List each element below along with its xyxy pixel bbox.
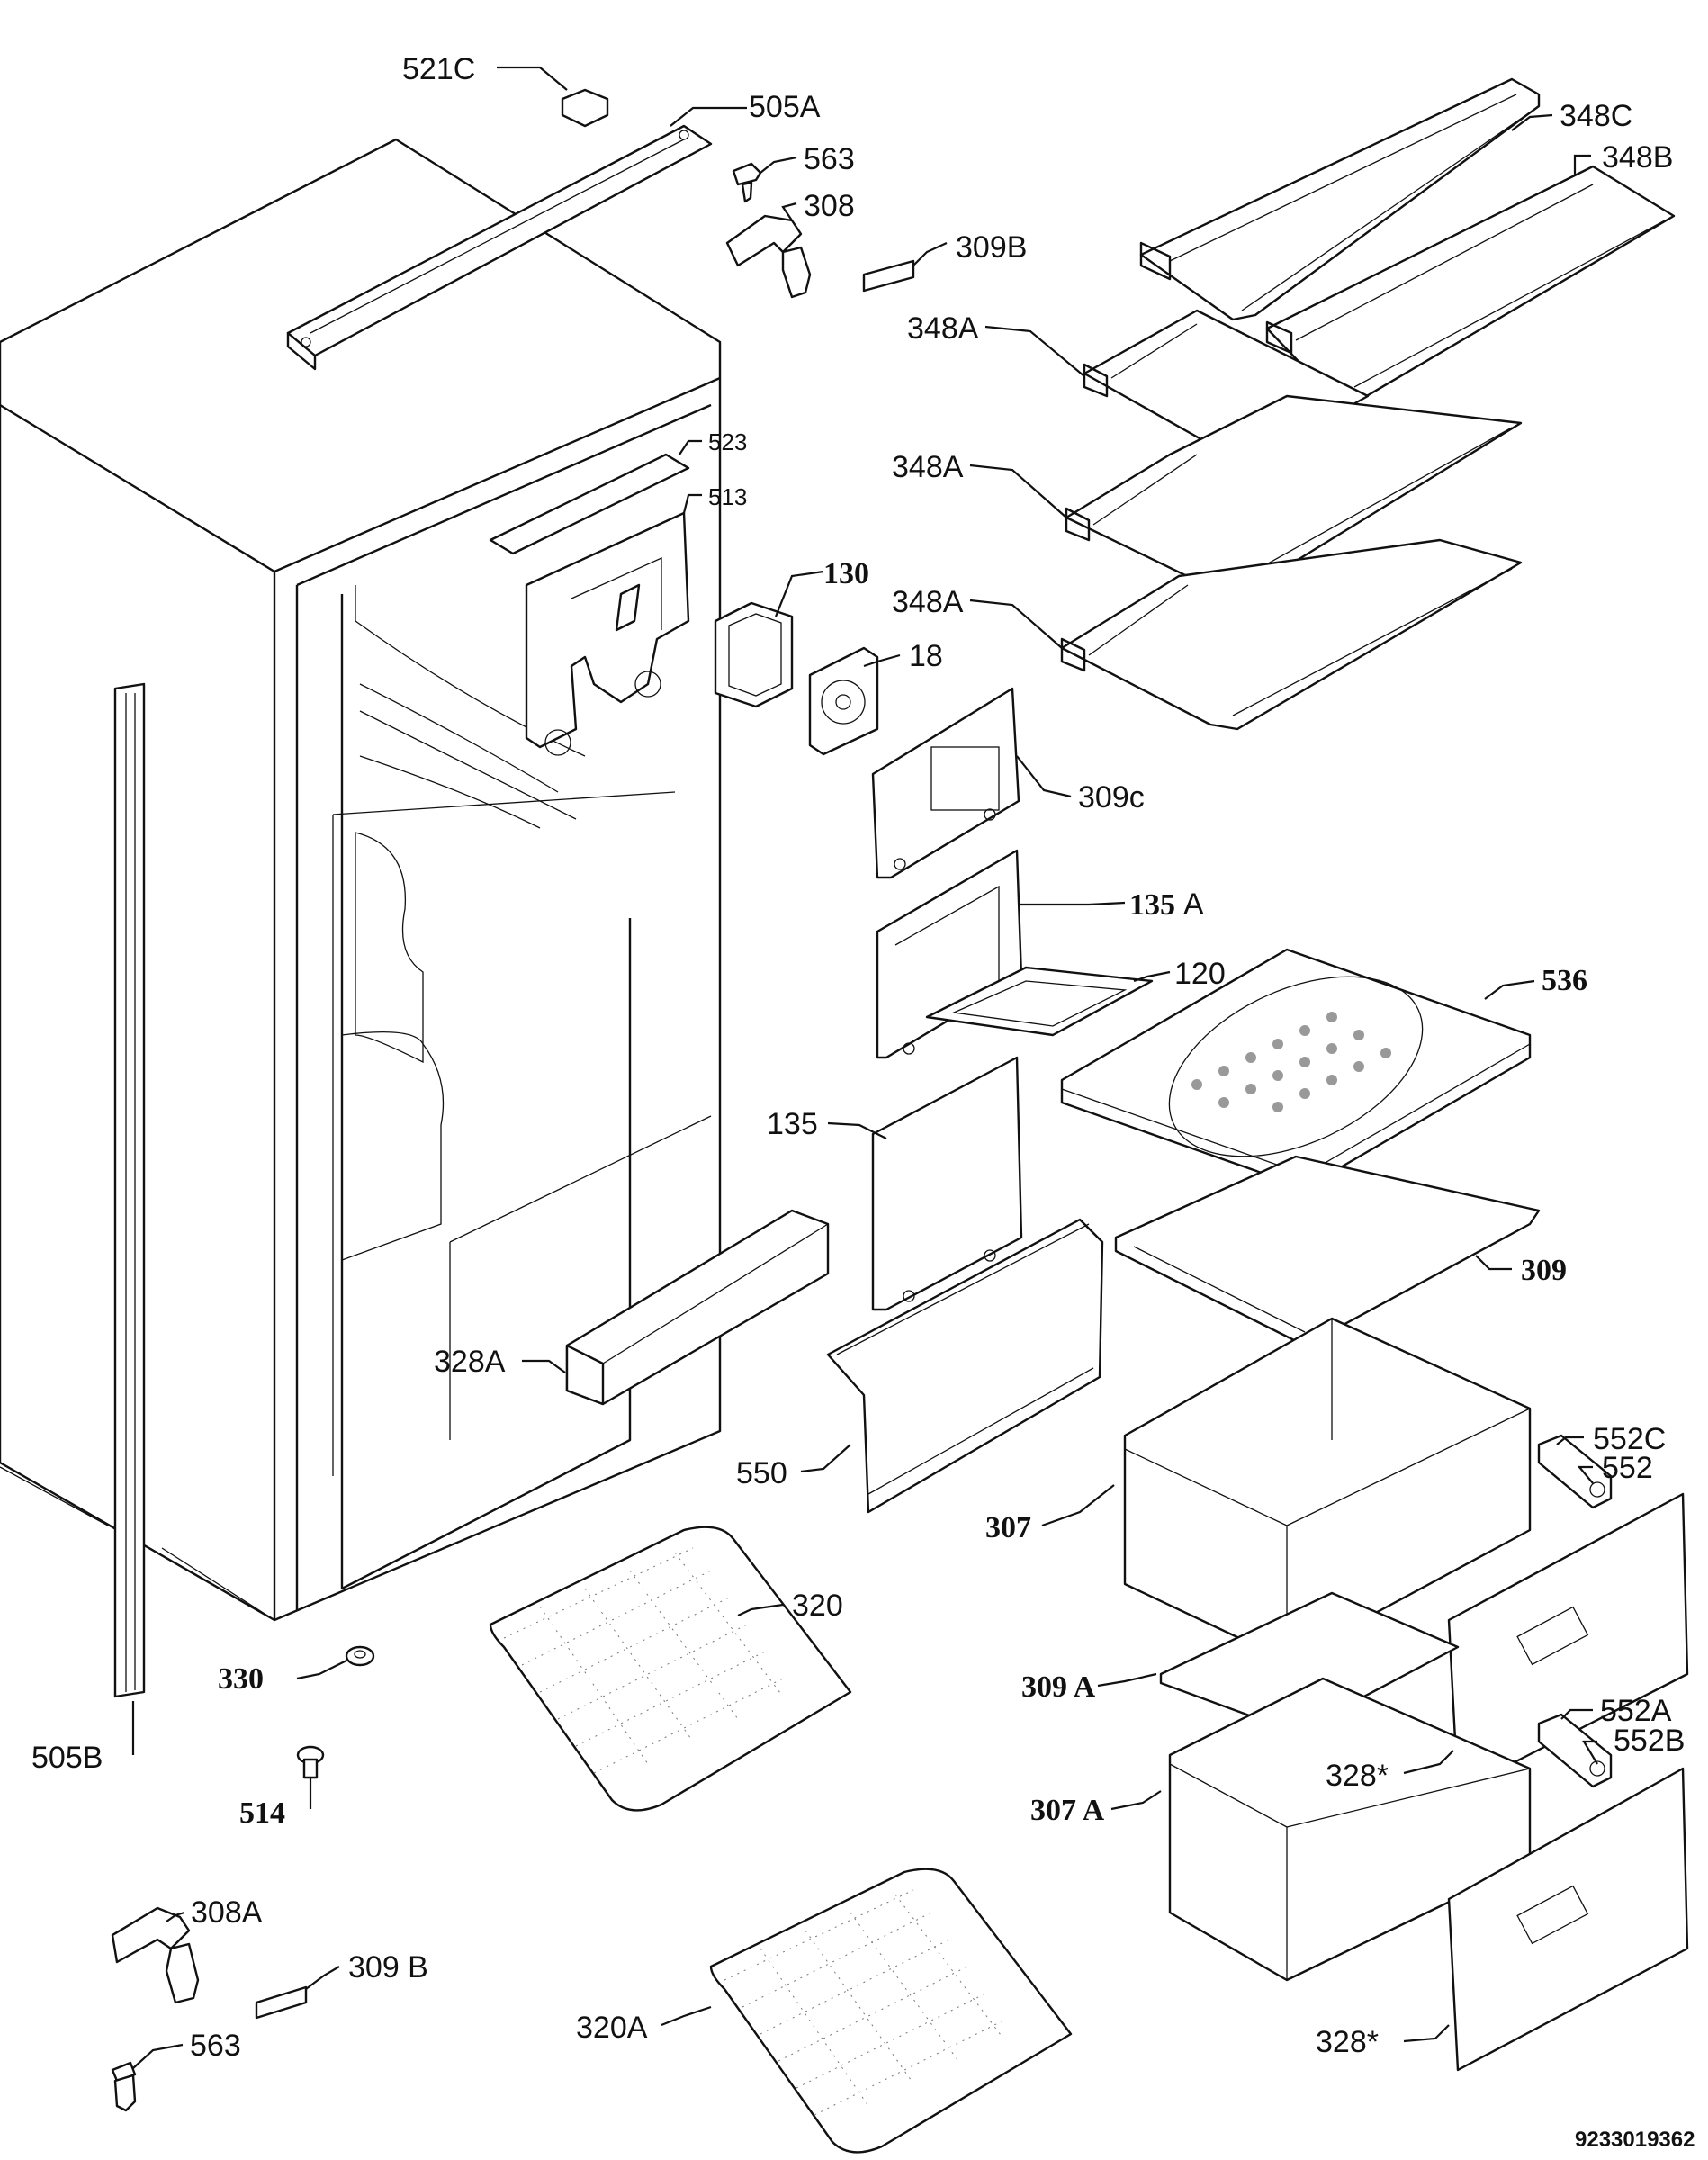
plate-550 xyxy=(826,1218,1104,1514)
screw-563-top xyxy=(732,162,762,203)
label-348a-1: 348A xyxy=(907,311,979,346)
label-328star-2: 328* xyxy=(1316,2025,1379,2059)
control-housing-523-513 xyxy=(489,453,690,756)
label-328star-1: 328* xyxy=(1326,1759,1389,1793)
label-135a-suffix: A xyxy=(1183,887,1204,922)
fan-18 xyxy=(808,646,879,756)
label-309b-top xyxy=(862,259,915,292)
label-552: 552 xyxy=(1602,1451,1653,1485)
label-308-top: 308 xyxy=(804,189,855,223)
drawer-front-328star-1 xyxy=(1447,1492,1689,1793)
label-536: 536 xyxy=(1542,964,1587,997)
label-348c: 348C xyxy=(1560,99,1632,133)
shelf-348c xyxy=(1139,77,1541,321)
label-505b: 505B xyxy=(31,1741,103,1775)
glass-309a xyxy=(1159,1591,1460,1734)
hinge-308a-bottom xyxy=(111,1906,200,2004)
drawer-307 xyxy=(1123,1317,1532,1662)
label-130: 130 xyxy=(823,557,869,590)
hinge-308-top xyxy=(725,214,812,299)
label-552a: 552A xyxy=(1600,1694,1672,1728)
label-309: 309 xyxy=(1521,1254,1567,1287)
cover-309c xyxy=(871,687,1020,879)
fridge-cabinet xyxy=(0,138,722,1622)
diagram-code: 9233019362 xyxy=(1575,2128,1695,2152)
cover-536 xyxy=(1060,948,1532,1190)
door-bin-328a xyxy=(565,1209,830,1406)
label-563-bottom: 563 xyxy=(190,2029,241,2063)
label-514: 514 xyxy=(239,1796,285,1830)
label-523: 523 xyxy=(708,428,747,455)
label-348a-2: 348A xyxy=(892,450,964,484)
label-135: 135 xyxy=(767,1107,818,1141)
label-307a: 307 A xyxy=(1030,1794,1105,1827)
label-552b: 552B xyxy=(1614,1724,1685,1758)
screw-563-bottom xyxy=(111,2061,137,2112)
wire-basket-320 xyxy=(489,1526,852,1812)
cap-521c xyxy=(561,88,609,128)
wire-basket-320a xyxy=(709,1868,1073,2154)
label-309a: 309 A xyxy=(1021,1670,1096,1704)
label-309b-bottom xyxy=(255,1985,308,2020)
label-550: 550 xyxy=(736,1456,787,1490)
label-330: 330 xyxy=(218,1662,264,1696)
label-309b-bottom: 309 B xyxy=(348,1950,428,1984)
label-135a: 135 xyxy=(1129,888,1175,922)
label-552c: 552C xyxy=(1593,1422,1666,1456)
bolt-514 xyxy=(296,1745,325,1779)
rail-552-552c xyxy=(1537,1434,1613,1509)
label-307: 307 xyxy=(985,1511,1031,1544)
label-348a-3: 348A xyxy=(892,585,964,619)
label-18: 18 xyxy=(909,639,943,673)
label-328a: 328A xyxy=(434,1345,506,1379)
label-513: 513 xyxy=(708,483,747,510)
glass-309 xyxy=(1114,1155,1541,1347)
label-563-top: 563 xyxy=(804,142,855,176)
fan-housing-130 xyxy=(714,601,794,708)
label-309c: 309c xyxy=(1078,780,1145,814)
label-348b: 348B xyxy=(1602,140,1673,175)
label-521c: 521C xyxy=(402,52,475,86)
leader-lines xyxy=(131,66,1598,2069)
rail-552a-552b xyxy=(1537,1713,1613,1788)
label-309b-top: 309B xyxy=(956,230,1027,265)
label-120: 120 xyxy=(1174,957,1226,991)
door-seal-505b xyxy=(113,682,146,1698)
label-308a: 308A xyxy=(191,1895,263,1930)
shelf-348a-3 xyxy=(1060,538,1523,731)
part-labels: 521C 505A 563 308 309B 348C 348B 348A 34… xyxy=(31,52,1685,2063)
top-rail-505a xyxy=(286,124,713,371)
foot-330 xyxy=(345,1645,375,1667)
label-320: 320 xyxy=(792,1588,843,1623)
drawer-front-328star-2 xyxy=(1447,1767,1689,2072)
label-505a: 505A xyxy=(749,90,821,124)
panel-135 xyxy=(871,1056,1023,1311)
label-320a: 320A xyxy=(576,2011,648,2045)
drip-tray-120 xyxy=(925,966,1154,1037)
